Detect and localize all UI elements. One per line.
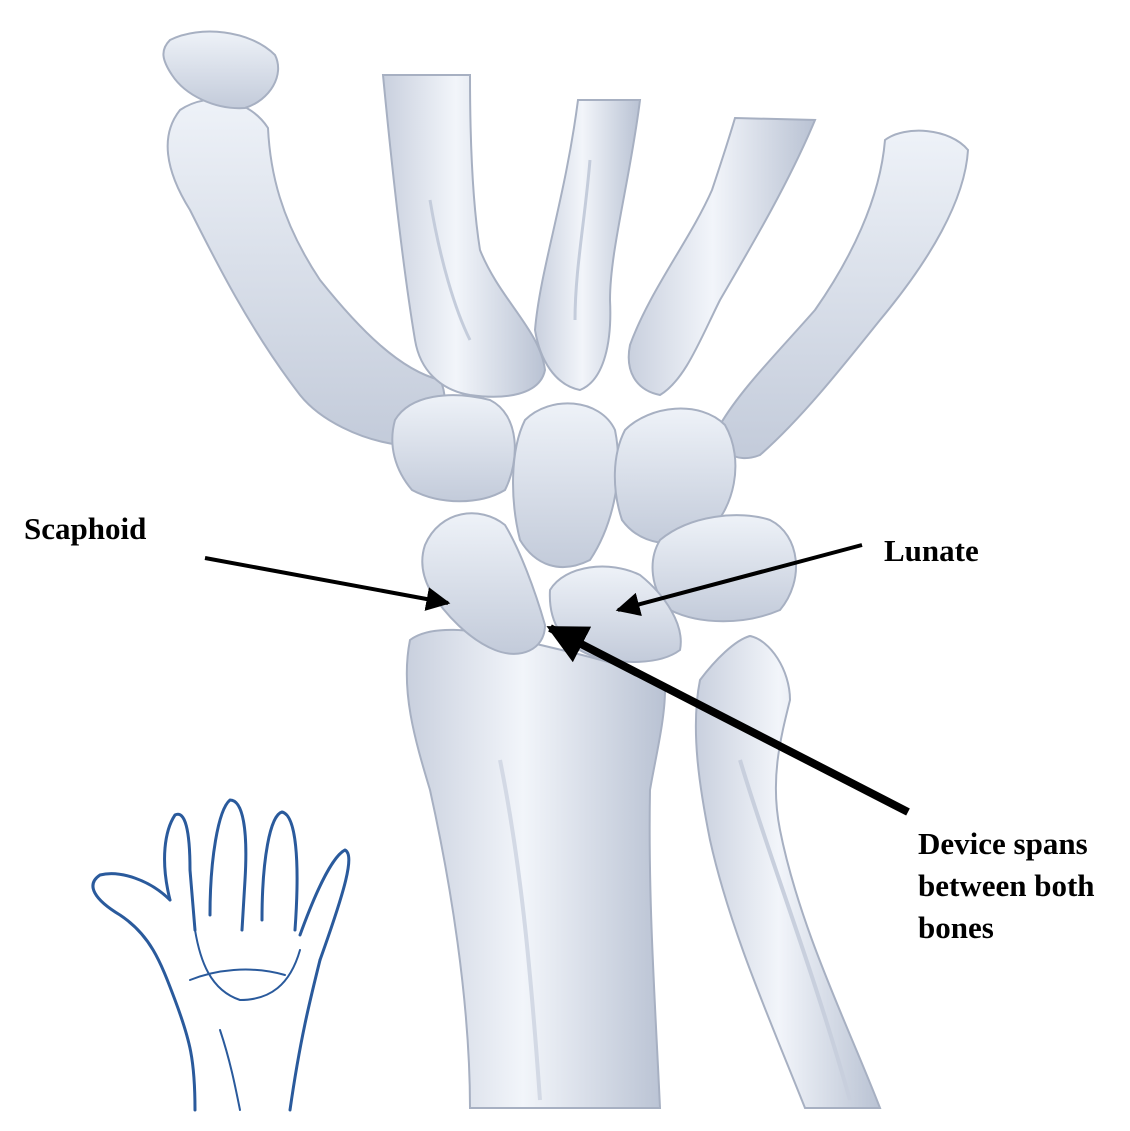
trapezium-bone [392, 395, 515, 501]
middle-metacarpal [535, 100, 640, 390]
wrist-bones-illustration [163, 32, 968, 1108]
ulna-bone [696, 636, 880, 1108]
thumb-tip [163, 32, 278, 109]
hand-sketch-icon [93, 800, 349, 1110]
device-label-line-1: Device spans [918, 823, 1095, 865]
device-spans-label: Device spans between both bones [918, 823, 1095, 949]
scaphoid-label: Scaphoid [24, 508, 146, 550]
device-label-line-3: bones [918, 907, 1095, 949]
index-metacarpal [383, 75, 545, 397]
scaphoid-arrow [205, 558, 448, 603]
capitate-bone [513, 403, 618, 567]
lunate-label: Lunate [884, 530, 979, 572]
device-label-line-2: between both [918, 865, 1095, 907]
